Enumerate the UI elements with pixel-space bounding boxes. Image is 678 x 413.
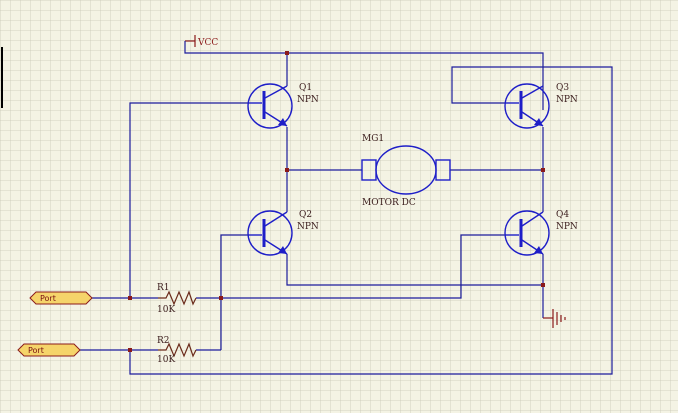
mg1-value: MOTOR DC bbox=[362, 198, 416, 208]
port-1-label: Port bbox=[40, 294, 56, 303]
transistor-q3[interactable]: Q3 NPN bbox=[504, 83, 578, 129]
mg1-designator: MG1 bbox=[362, 134, 384, 144]
transistor-q2[interactable]: Q2 NPN bbox=[247, 210, 319, 256]
vcc-label: VCC bbox=[197, 38, 218, 48]
q2-type: NPN bbox=[297, 222, 319, 232]
port-2[interactable]: Port bbox=[17, 343, 81, 357]
transistor-q1[interactable]: Q1 NPN bbox=[247, 83, 319, 129]
r2-value: 10K bbox=[157, 355, 175, 365]
resistor-r2[interactable]: R2 10K bbox=[157, 336, 197, 365]
r2-designator: R2 bbox=[157, 336, 170, 346]
transistor-q4[interactable]: Q4 NPN bbox=[504, 210, 578, 256]
q2-designator: Q2 bbox=[299, 210, 312, 220]
r1-value: 10K bbox=[157, 305, 175, 315]
q4-designator: Q4 bbox=[556, 210, 569, 220]
resistor-r1[interactable]: R1 10K bbox=[157, 283, 197, 315]
wires bbox=[80, 41, 613, 375]
r1-designator: R1 bbox=[157, 283, 170, 293]
ground-symbol[interactable] bbox=[543, 309, 566, 328]
q4-type: NPN bbox=[556, 222, 578, 232]
q1-type: NPN bbox=[297, 95, 319, 105]
q1-designator: Q1 bbox=[299, 83, 312, 93]
motor-mg1[interactable]: MG1 MOTOR DC bbox=[361, 134, 451, 208]
vcc-power-symbol[interactable]: VCC bbox=[185, 35, 218, 48]
q3-type: NPN bbox=[556, 95, 578, 105]
port-2-label: Port bbox=[28, 346, 44, 355]
port-1[interactable]: Port bbox=[29, 291, 93, 305]
junctions bbox=[128, 51, 545, 352]
q3-designator: Q3 bbox=[556, 83, 569, 93]
